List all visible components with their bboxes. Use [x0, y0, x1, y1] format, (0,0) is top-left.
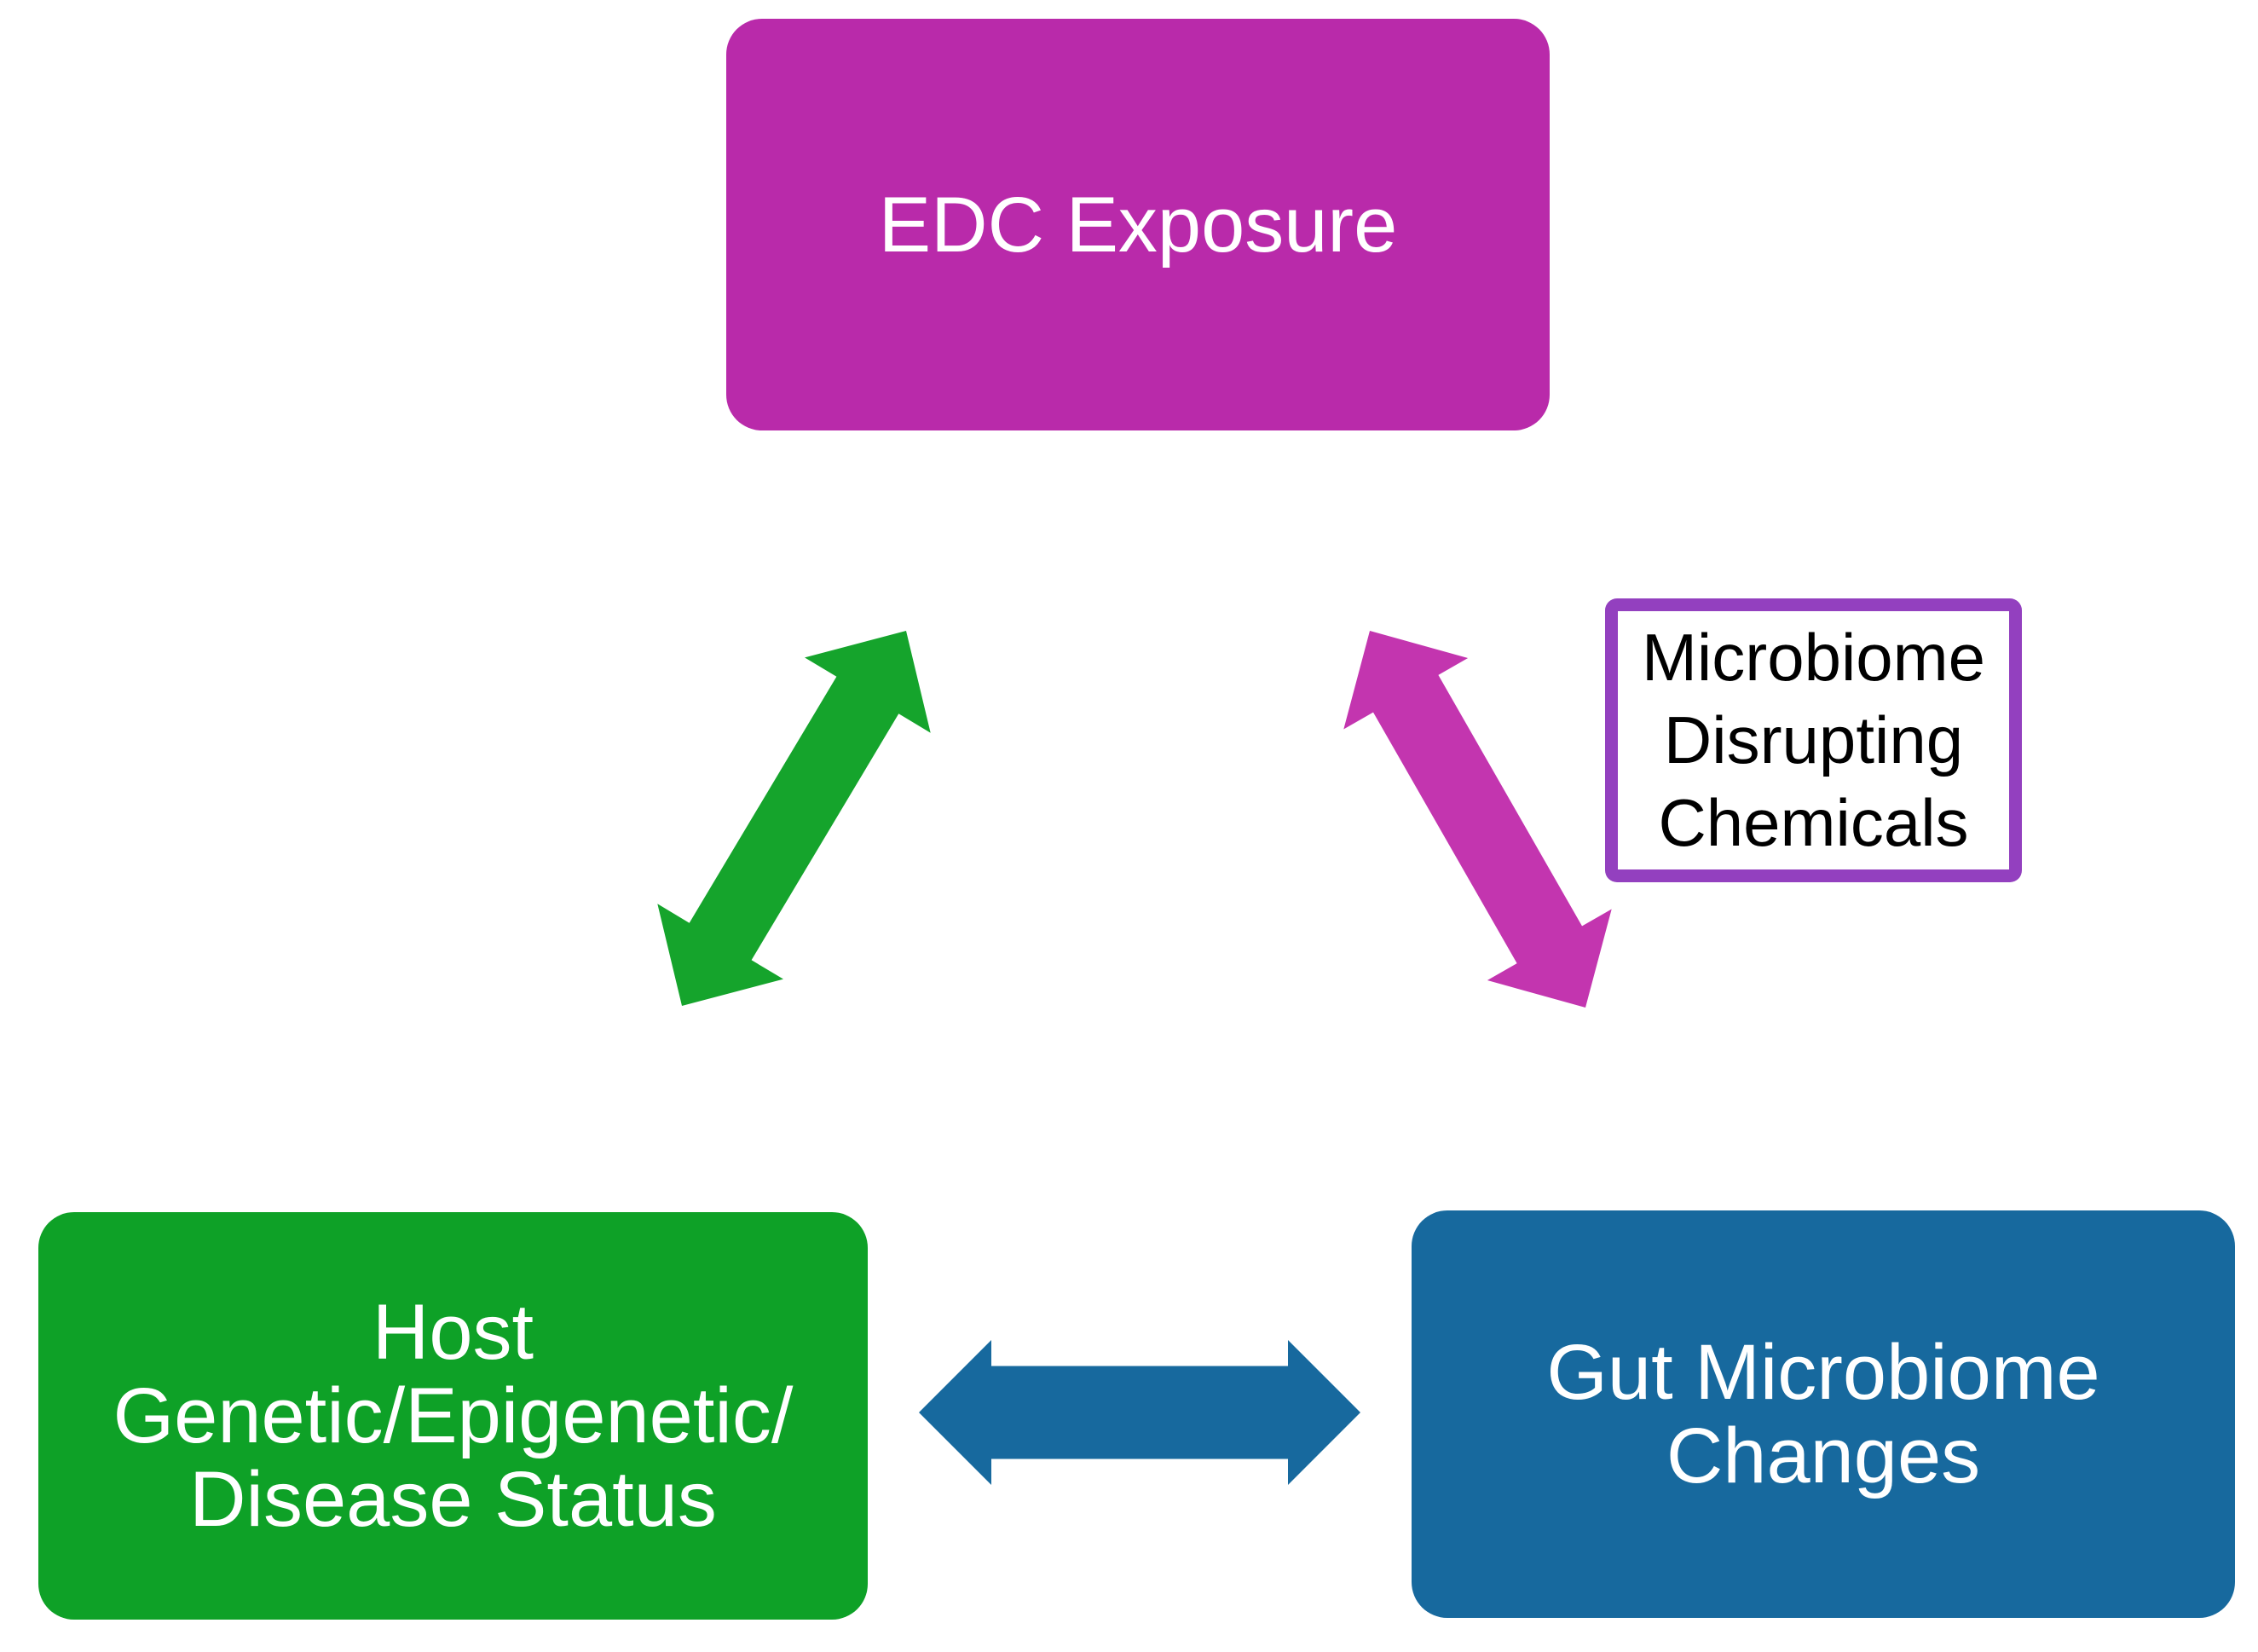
node-label: EDC Exposure: [878, 181, 1398, 269]
node-label: Microbiome Disrupting Chemicals: [1618, 616, 2009, 864]
node-label-line: Genetic/Epigenetic/: [113, 1372, 794, 1459]
arrow-edc-gut: [1343, 631, 1612, 1008]
node-label-line: Changes: [1666, 1412, 1981, 1499]
node-label: Host Genetic/Epigenetic/ Disease Status: [38, 1291, 868, 1541]
node-label-line: Chemicals: [1658, 785, 1969, 860]
node-label-line: Disrupting: [1663, 702, 1964, 777]
node-edc-exposure: EDC Exposure: [726, 19, 1550, 430]
node-label-line: Microbiome: [1641, 620, 1986, 695]
node-label-line: Host: [372, 1289, 534, 1376]
arrow-host-edc: [657, 631, 931, 1006]
node-gut-microbiome-changes: Gut Microbiome Changes: [1412, 1210, 2235, 1618]
arrow-host-gut: [919, 1340, 1360, 1485]
node-host-genetic-epigenetic-disease-status: Host Genetic/Epigenetic/ Disease Status: [38, 1212, 868, 1620]
node-microbiome-disrupting-chemicals: Microbiome Disrupting Chemicals: [1605, 598, 2022, 882]
node-label-line: Disease Status: [189, 1456, 717, 1543]
node-label-line: Gut Microbiome: [1546, 1329, 2100, 1416]
node-label: Gut Microbiome Changes: [1412, 1331, 2235, 1498]
